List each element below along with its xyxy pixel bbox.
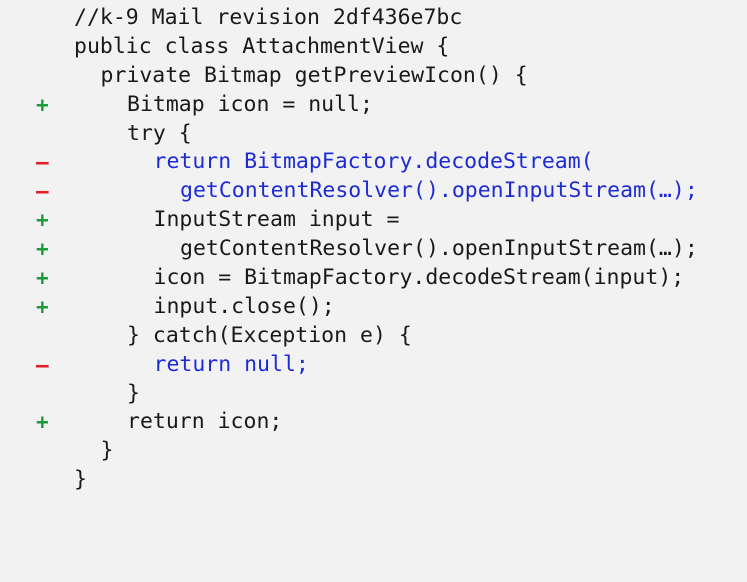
code-line: } catch(Exception e) { [0, 322, 747, 351]
code-text: private Bitmap getPreviewIcon() { [100, 62, 528, 88]
code-text: //k-9 Mail revision 2df436e7bc [74, 5, 463, 30]
code-line: + icon = BitmapFactory.decodeStream(inpu… [0, 264, 747, 293]
code-text: } [74, 467, 87, 493]
code-line: } [0, 437, 747, 466]
code-line: – return BitmapFactory.decodeStream( [0, 148, 747, 177]
code-line: + InputStream input = [0, 206, 747, 235]
diff-marker: – [36, 150, 49, 175]
code-text: getContentResolver().openInputStream(…); [180, 236, 698, 262]
diff-marker: + [36, 410, 49, 435]
code-line: public class AttachmentView { [0, 33, 747, 62]
diff-marker: + [36, 208, 49, 233]
code-text: public class AttachmentView { [74, 33, 450, 59]
code-text: Bitmap icon = null; [127, 91, 373, 117]
code-text: return icon; [127, 409, 283, 435]
code-line: + getContentResolver().openInputStream(…… [0, 235, 747, 264]
code-line: + return icon; [0, 408, 747, 437]
code-line: try { [0, 120, 747, 149]
code-line: + input.close(); [0, 293, 747, 322]
code-text: } catch(Exception e) { [127, 322, 412, 348]
code-text: } [127, 380, 140, 406]
code-line: private Bitmap getPreviewIcon() { [0, 62, 747, 91]
code-text: getContentResolver().openInputStream(…); [180, 178, 698, 204]
code-line: – getContentResolver().openInputStream(…… [0, 177, 747, 206]
diff-marker: – [36, 352, 49, 377]
code-text: return null; [153, 351, 309, 377]
code-line: //k-9 Mail revision 2df436e7bc [0, 4, 747, 33]
code-diff-panel: //k-9 Mail revision 2df436e7bc public cl… [0, 4, 747, 495]
diff-marker: + [36, 266, 49, 291]
diff-marker: – [36, 179, 49, 204]
code-line: } [0, 466, 747, 495]
code-text: input.close(); [153, 293, 335, 319]
diff-marker: + [36, 294, 49, 319]
code-text: icon = BitmapFactory.decodeStream(input)… [153, 265, 685, 291]
code-text: return BitmapFactory.decodeStream( [153, 149, 594, 175]
code-line: + Bitmap icon = null; [0, 91, 747, 120]
code-text: try { [127, 120, 192, 146]
code-text: } [100, 438, 114, 464]
code-line: } [0, 380, 747, 409]
diff-marker: + [36, 92, 49, 117]
code-text: InputStream input = [153, 207, 400, 233]
diff-marker: + [36, 237, 49, 262]
code-line: – return null; [0, 351, 747, 380]
